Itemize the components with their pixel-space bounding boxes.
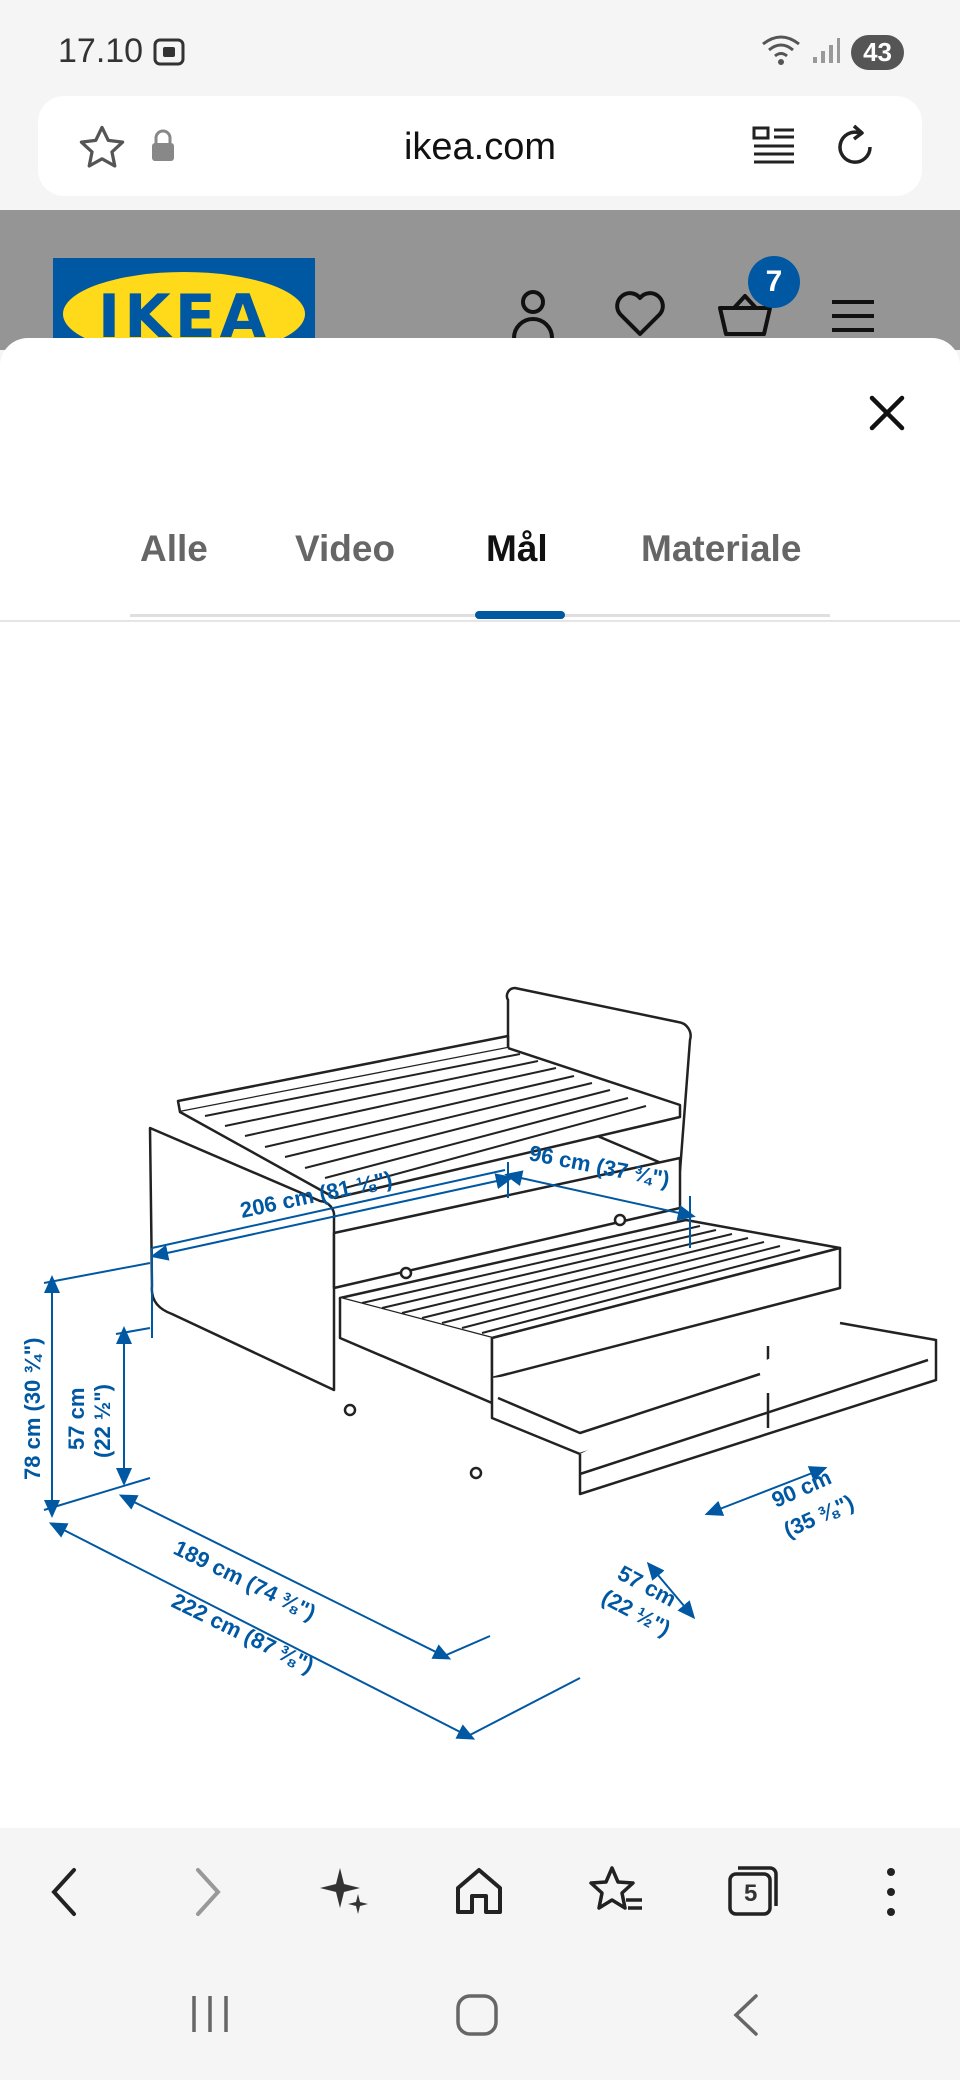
- screenshot-icon: [152, 36, 186, 73]
- menu-icon[interactable]: [830, 296, 876, 341]
- status-indicators: 43: [761, 34, 904, 71]
- close-icon[interactable]: [862, 388, 912, 438]
- tabs-icon[interactable]: [726, 1864, 780, 1923]
- home-button-icon[interactable]: [454, 1992, 500, 2043]
- url-bar[interactable]: ikea.com: [38, 96, 922, 196]
- ikea-logo[interactable]: IKEA: [53, 258, 315, 350]
- daybed-illustration: [148, 986, 938, 1496]
- tab-alle[interactable]: Alle: [140, 528, 208, 569]
- home-icon[interactable]: [452, 1864, 506, 1923]
- recents-icon[interactable]: [188, 1992, 232, 2041]
- more-options-icon[interactable]: [876, 1864, 906, 1925]
- media-tabs: Alle Video Mål Materiale: [0, 528, 960, 612]
- system-navigation: [0, 1958, 960, 2080]
- bookmark-star-icon[interactable]: [76, 122, 128, 179]
- tab-mal[interactable]: Mål: [486, 528, 548, 569]
- browser-toolbar: 5: [0, 1828, 960, 1958]
- url-text[interactable]: ikea.com: [403, 126, 557, 168]
- lock-icon: [148, 128, 178, 169]
- dimension-diagram: 206 cm (81 ⅛") 96 cm (37 ¾") 78 cm (30 ¾…: [20, 986, 938, 1740]
- cart-icon[interactable]: [716, 293, 774, 345]
- heart-icon[interactable]: [614, 290, 666, 343]
- wifi-icon: [761, 34, 801, 71]
- account-icon[interactable]: [506, 286, 560, 345]
- dim-height-total: 78 cm (30 ¾"): [20, 1337, 45, 1480]
- tab-materiale[interactable]: Materiale: [641, 528, 802, 569]
- status-time: 17.10: [58, 32, 144, 70]
- tab-video[interactable]: Video: [295, 528, 396, 569]
- active-tab-indicator: [475, 611, 565, 619]
- media-modal: Alle Video Mål Materiale: [0, 338, 960, 1828]
- reload-icon[interactable]: [830, 122, 880, 177]
- forward-icon[interactable]: [188, 1864, 228, 1925]
- ai-sparkle-icon[interactable]: [318, 1864, 370, 1921]
- site-header: IKEA: [0, 210, 960, 350]
- signal-icon: [811, 35, 841, 70]
- cart-count-badge: 7: [748, 256, 800, 308]
- status-bar: 17.10 43: [0, 0, 960, 90]
- dim-height-bed-in: (22 ½"): [90, 1384, 115, 1458]
- back-icon[interactable]: [44, 1864, 84, 1925]
- bookmarks-icon[interactable]: [588, 1864, 644, 1923]
- system-back-icon[interactable]: [728, 1992, 764, 2043]
- reader-mode-icon[interactable]: [750, 122, 798, 175]
- dim-height-bed-cm: 57 cm: [64, 1388, 89, 1450]
- battery-badge: 43: [851, 35, 904, 70]
- tab-count: 5: [744, 1880, 758, 1907]
- tabs-divider: [0, 620, 960, 622]
